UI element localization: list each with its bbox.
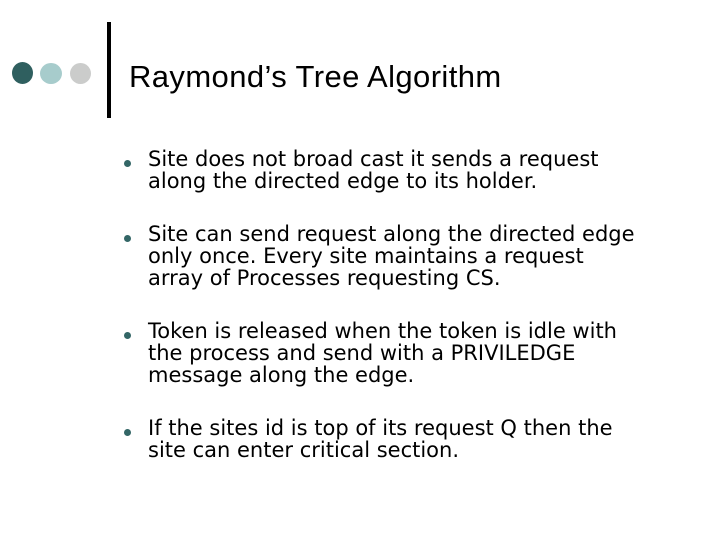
dark-teal-dot-icon	[12, 62, 33, 84]
bullet-text: Site does not broad cast it sends a requ…	[148, 147, 599, 193]
light-teal-dot-icon	[40, 63, 62, 84]
bullet-item: If the sites id is top of its request Q …	[124, 417, 684, 461]
bullet-dot-icon	[124, 235, 131, 242]
bullet-dot-icon	[124, 332, 131, 339]
gray-dot-icon	[70, 63, 91, 84]
bullet-dot-icon	[124, 429, 131, 436]
bullet-item: Site can send request along the directed…	[124, 223, 684, 289]
bullet-item: Site does not broad cast it sends a requ…	[124, 148, 684, 192]
bullet-text: If the sites id is top of its request Q …	[148, 416, 613, 462]
bullet-text: Site can send request along the directed…	[148, 222, 635, 290]
bullet-text: Token is released when the token is idle…	[148, 319, 617, 387]
slide-title: Raymond’s Tree Algorithm	[129, 59, 502, 94]
vertical-divider	[107, 22, 111, 118]
bullet-dot-icon	[124, 160, 131, 167]
bullet-item: Token is released when the token is idle…	[124, 320, 684, 386]
bullet-list: Site does not broad cast it sends a requ…	[124, 148, 684, 492]
